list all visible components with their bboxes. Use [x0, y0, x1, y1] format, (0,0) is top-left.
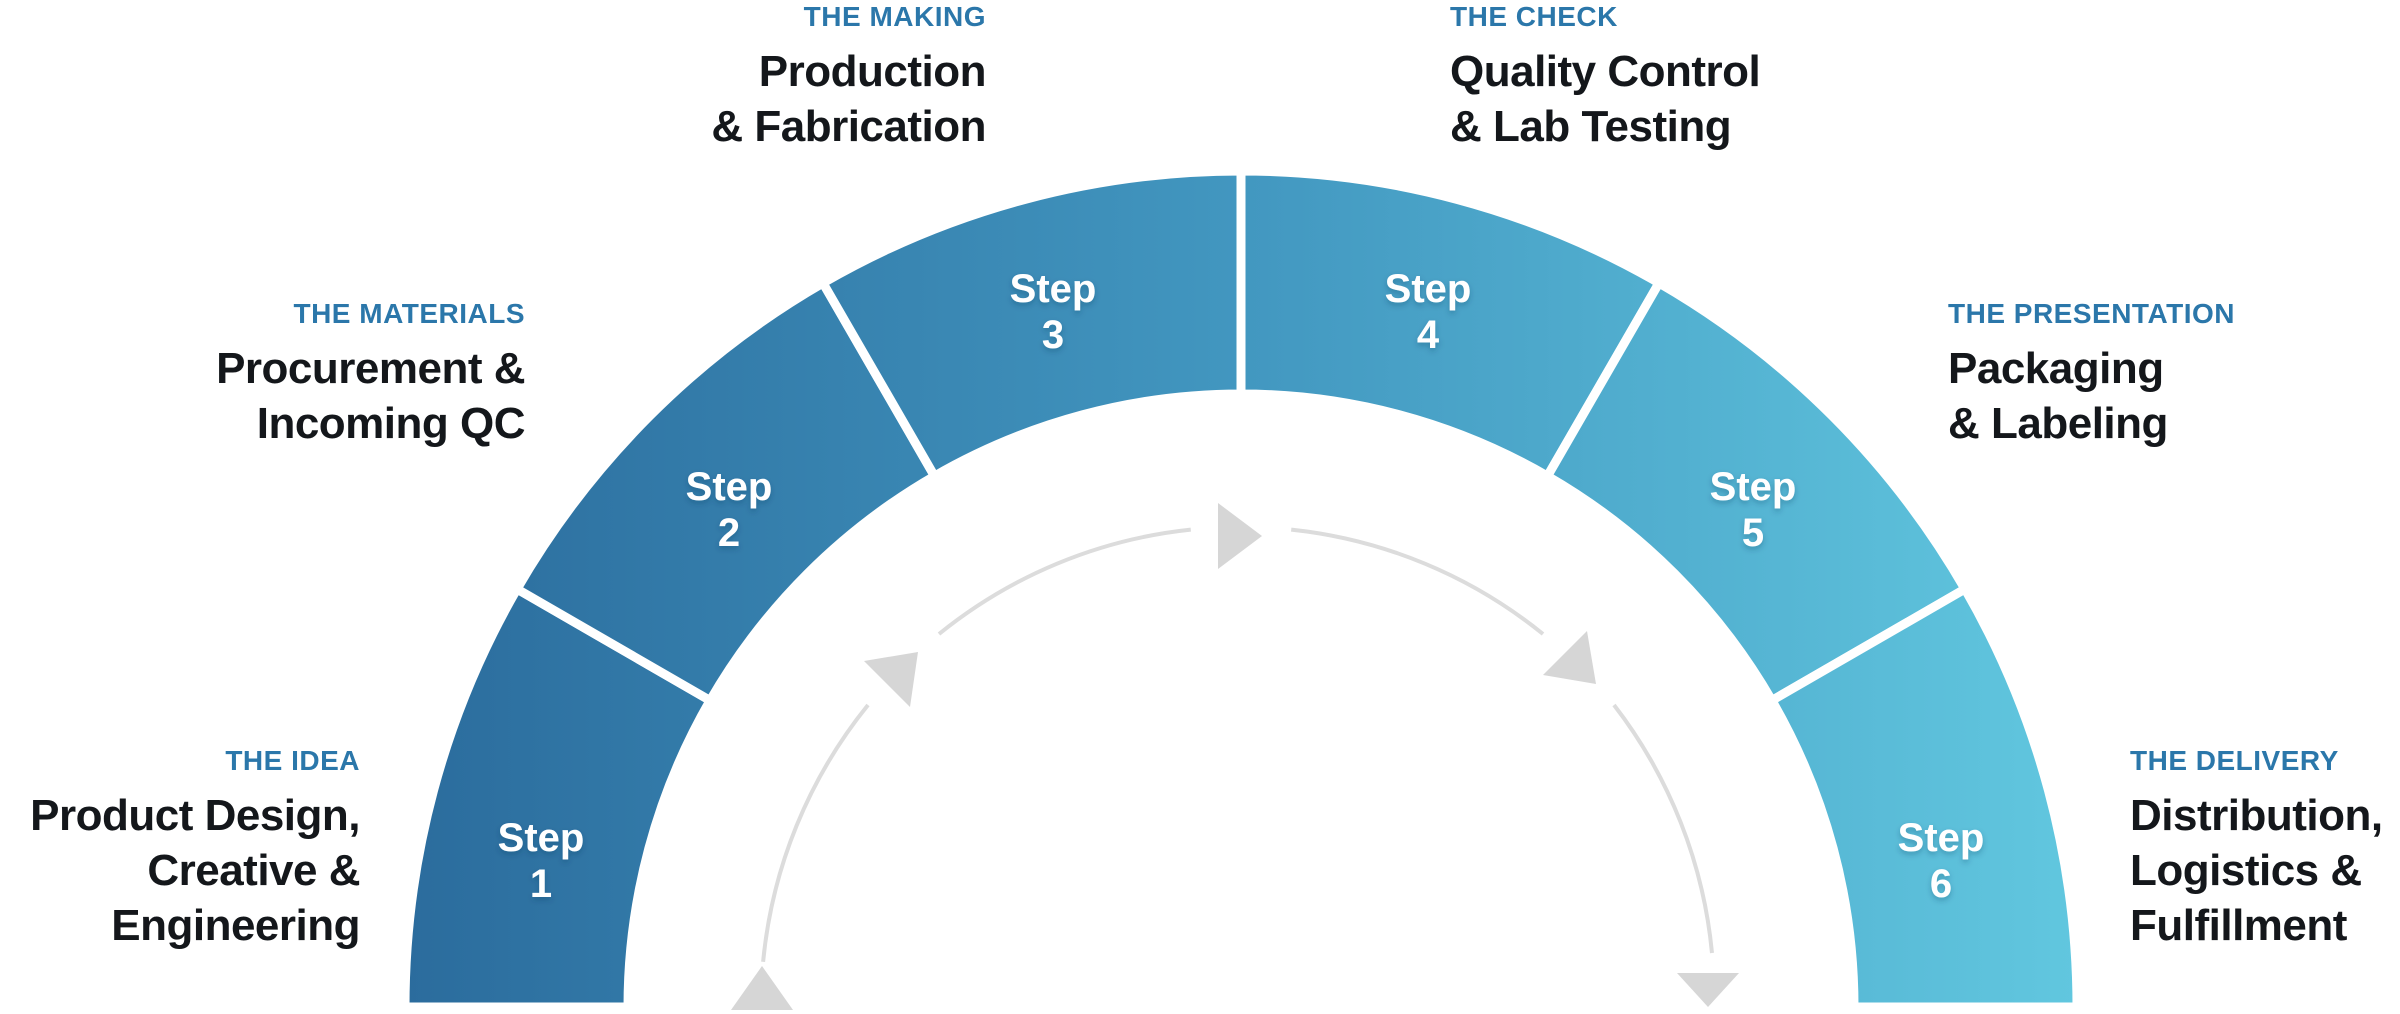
category-eyebrow: THE PRESENTATION: [1948, 298, 2235, 329]
cycle-arrowheads: [731, 503, 1739, 1010]
category-label-making: THE MAKING Production & Fabrication: [711, 2, 986, 154]
arrowhead-southeast-icon: [1543, 631, 1596, 684]
category-heading-line: Quality Control: [1450, 47, 1761, 97]
category-eyebrow: THE MAKING: [803, 1, 986, 32]
step-4-word: Step: [1385, 267, 1472, 311]
category-heading-line: & Fabrication: [711, 102, 986, 152]
category-label-idea: THE IDEA Product Design, Creative & Engi…: [30, 746, 360, 953]
category-heading-line: Engineering: [111, 901, 360, 951]
ring-segments: [400, 166, 2082, 1012]
step-6-number: 6: [1930, 862, 1952, 906]
step-1-word: Step: [498, 816, 585, 860]
category-heading-line: Fulfillment: [2130, 901, 2347, 951]
category-heading-line: Distribution,: [2130, 791, 2383, 841]
category-heading-line: Production: [758, 47, 987, 97]
ring-segment-6: [1765, 582, 2082, 1012]
category-heading-line: Packaging: [1948, 344, 2164, 394]
category-eyebrow: THE DELIVERY: [2130, 745, 2339, 776]
step-1-number: 1: [530, 862, 552, 906]
step-4-number: 4: [1417, 313, 1440, 357]
category-label-presentation: THE PRESENTATION Packaging & Labeling: [1948, 299, 2235, 451]
cycle-arc-right-lower: [1612, 703, 1714, 954]
category-heading-line: Logistics &: [2130, 846, 2362, 896]
step-3-number: 3: [1042, 313, 1064, 357]
category-eyebrow: THE MATERIALS: [293, 298, 525, 329]
cycle-arc-left-lower: [761, 703, 870, 962]
step-labels: Step 1 Step 2 Step 3 Step 4 Step 5 Step …: [498, 267, 1985, 906]
category-eyebrow: THE IDEA: [225, 745, 360, 776]
cycle-arc-left-upper: [937, 527, 1192, 636]
category-label-delivery: THE DELIVERY Distribution, Logistics & F…: [2130, 746, 2383, 953]
step-6-word: Step: [1898, 816, 1985, 860]
category-heading-line: & Lab Testing: [1450, 102, 1732, 152]
cycle-arrow-circle: [761, 527, 1714, 962]
category-eyebrow: THE CHECK: [1450, 1, 1618, 32]
category-heading-line: Procurement &: [216, 344, 525, 394]
step-5-number: 5: [1742, 511, 1764, 555]
cycle-arc-right-upper: [1290, 527, 1545, 636]
step-2-number: 2: [718, 511, 740, 555]
category-heading-line: & Labeling: [1948, 399, 2168, 449]
category-heading-line: Creative &: [147, 846, 360, 896]
step-2-word: Step: [686, 465, 773, 509]
step-5-word: Step: [1710, 465, 1797, 509]
arrowhead-right-icon: [1218, 503, 1262, 569]
arrowhead-down-icon: [1677, 973, 1739, 1007]
category-heading-line: Product Design,: [30, 791, 360, 841]
category-label-check: THE CHECK Quality Control & Lab Testing: [1450, 1, 1761, 154]
arrowhead-northeast-icon: [864, 652, 918, 707]
step-3-word: Step: [1010, 267, 1097, 311]
category-heading-line: Incoming QC: [256, 399, 526, 449]
arrowhead-up-icon: [731, 966, 793, 1010]
category-label-materials: THE MATERIALS Procurement & Incoming QC: [216, 299, 525, 451]
